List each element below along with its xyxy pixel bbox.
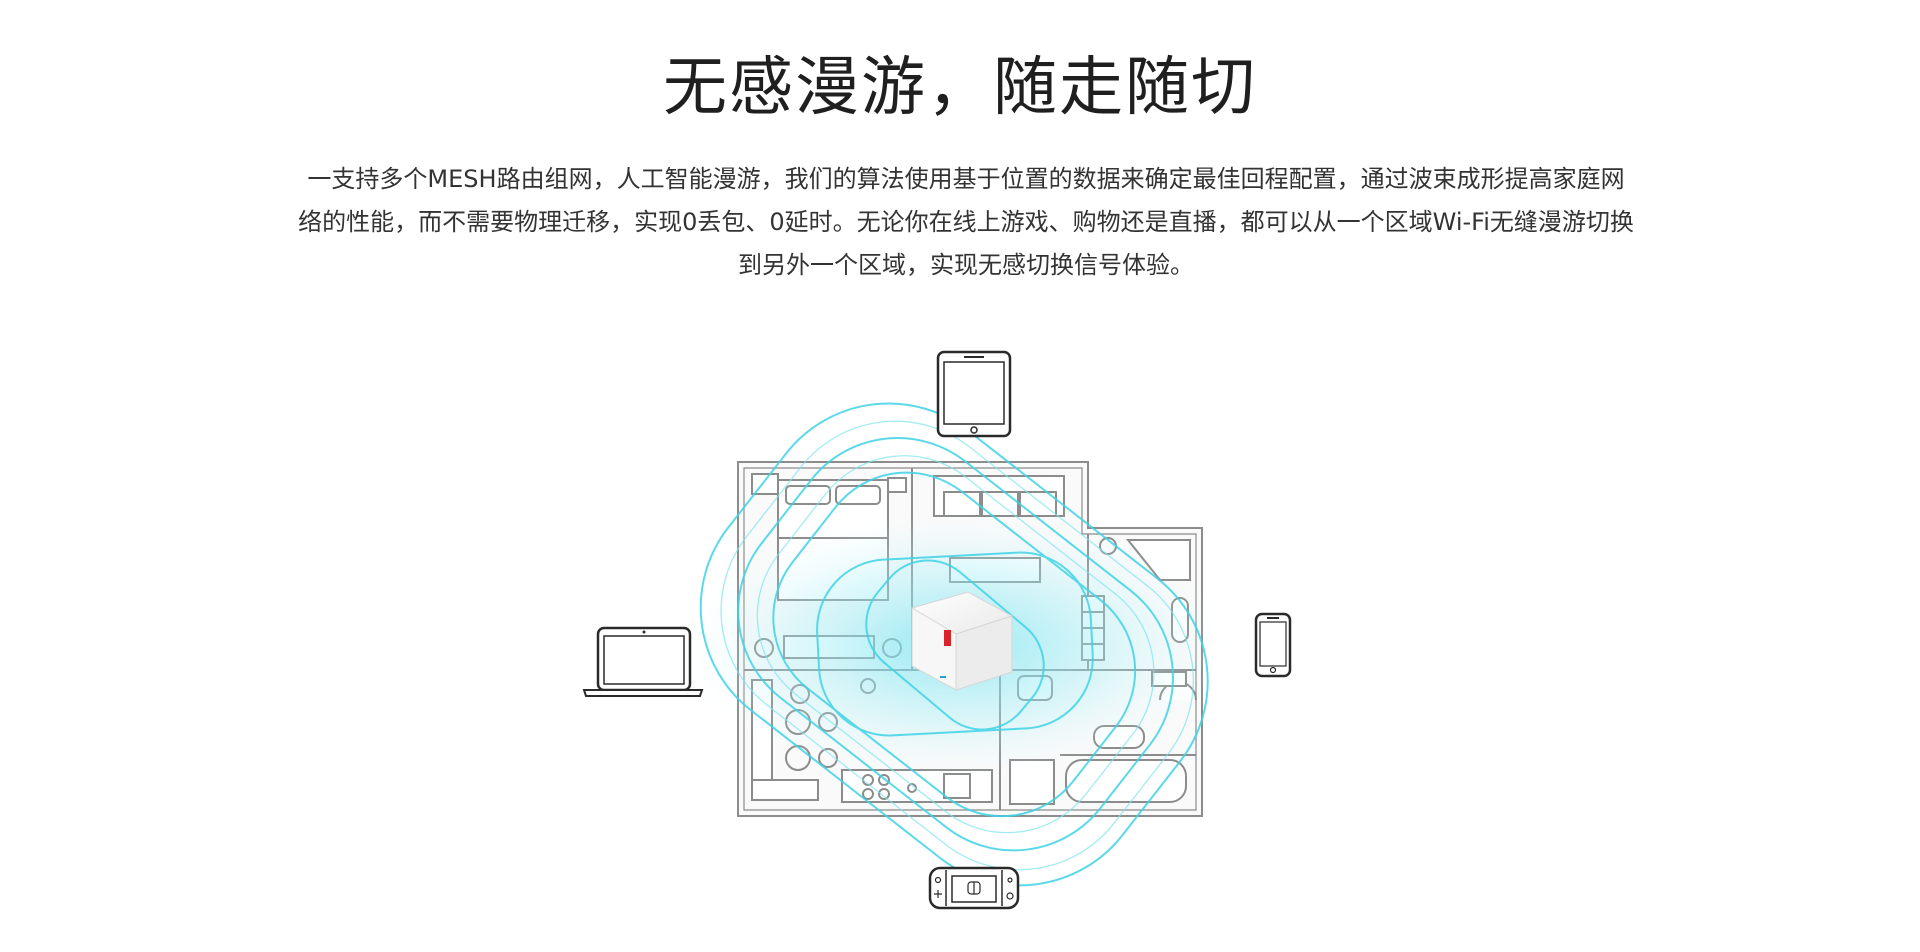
- section-description: 一支持多个MESH路由组网，人工智能漫游，我们的算法使用基于位置的数据来确定最佳…: [268, 158, 1664, 287]
- description-line-3: 到另外一个区域，实现无感切换信号体验。: [738, 251, 1194, 279]
- mesh-router-icon: [910, 591, 1014, 691]
- laptop-icon: [582, 626, 704, 697]
- section-title: 无感漫游，随走随切: [663, 51, 1257, 125]
- game-console-icon: [928, 866, 1020, 910]
- tablet-icon: [936, 350, 1012, 438]
- description-line-2: 络的性能，而不需要物理迁移，实现0丢包、0延时。无论你在线上游戏、购物还是直播，…: [298, 208, 1634, 236]
- description-line-1: 一支持多个MESH路由组网，人工智能漫游，我们的算法使用基于位置的数据来确定最佳…: [307, 165, 1625, 193]
- phone-icon: [1254, 612, 1292, 678]
